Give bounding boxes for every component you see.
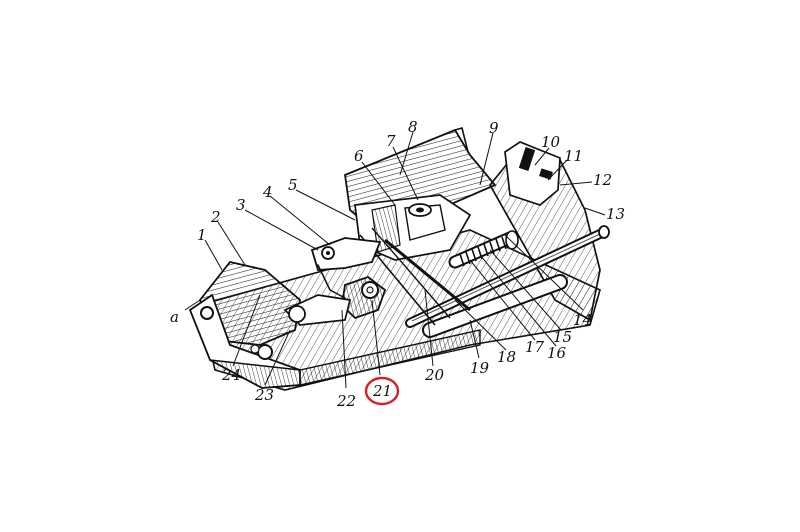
callout-19: 19 [470, 359, 490, 377]
callout-8: 8 [408, 118, 418, 136]
callout-14: 14 [573, 311, 592, 329]
callout-24: 24 [221, 366, 241, 384]
callout-7: 7 [386, 132, 396, 150]
callout-17: 17 [525, 338, 545, 356]
callout-5: 5 [288, 176, 298, 194]
callout-15: 15 [553, 328, 572, 346]
callout-23: 23 [254, 386, 274, 404]
trigger-mechanism [354, 194, 472, 326]
callout-2: 2 [210, 208, 221, 226]
callout-16: 16 [547, 344, 567, 362]
callout-11: 11 [564, 147, 583, 165]
callout-a: а [170, 308, 179, 326]
callout-22: 22 [336, 392, 356, 410]
callout-labels: а 1 2 3 4 5 6 7 8 9 10 11 12 13 14 15 16… [170, 118, 625, 410]
callout-9: 9 [489, 119, 499, 137]
callout-10: 10 [541, 133, 561, 151]
callout-6: 6 [354, 147, 364, 165]
callout-18: 18 [497, 348, 516, 366]
callout-4: 4 [262, 183, 273, 201]
callout-12: 12 [593, 171, 612, 189]
callout-1: 1 [197, 226, 207, 244]
callout-3: 3 [236, 196, 246, 214]
callout-20: 20 [424, 366, 445, 384]
callout-13: 13 [606, 205, 625, 223]
callout-21: 21 [372, 382, 392, 400]
leader-lines [184, 131, 606, 389]
highlight-circle [364, 376, 400, 406]
hammer-lever [283, 237, 387, 326]
